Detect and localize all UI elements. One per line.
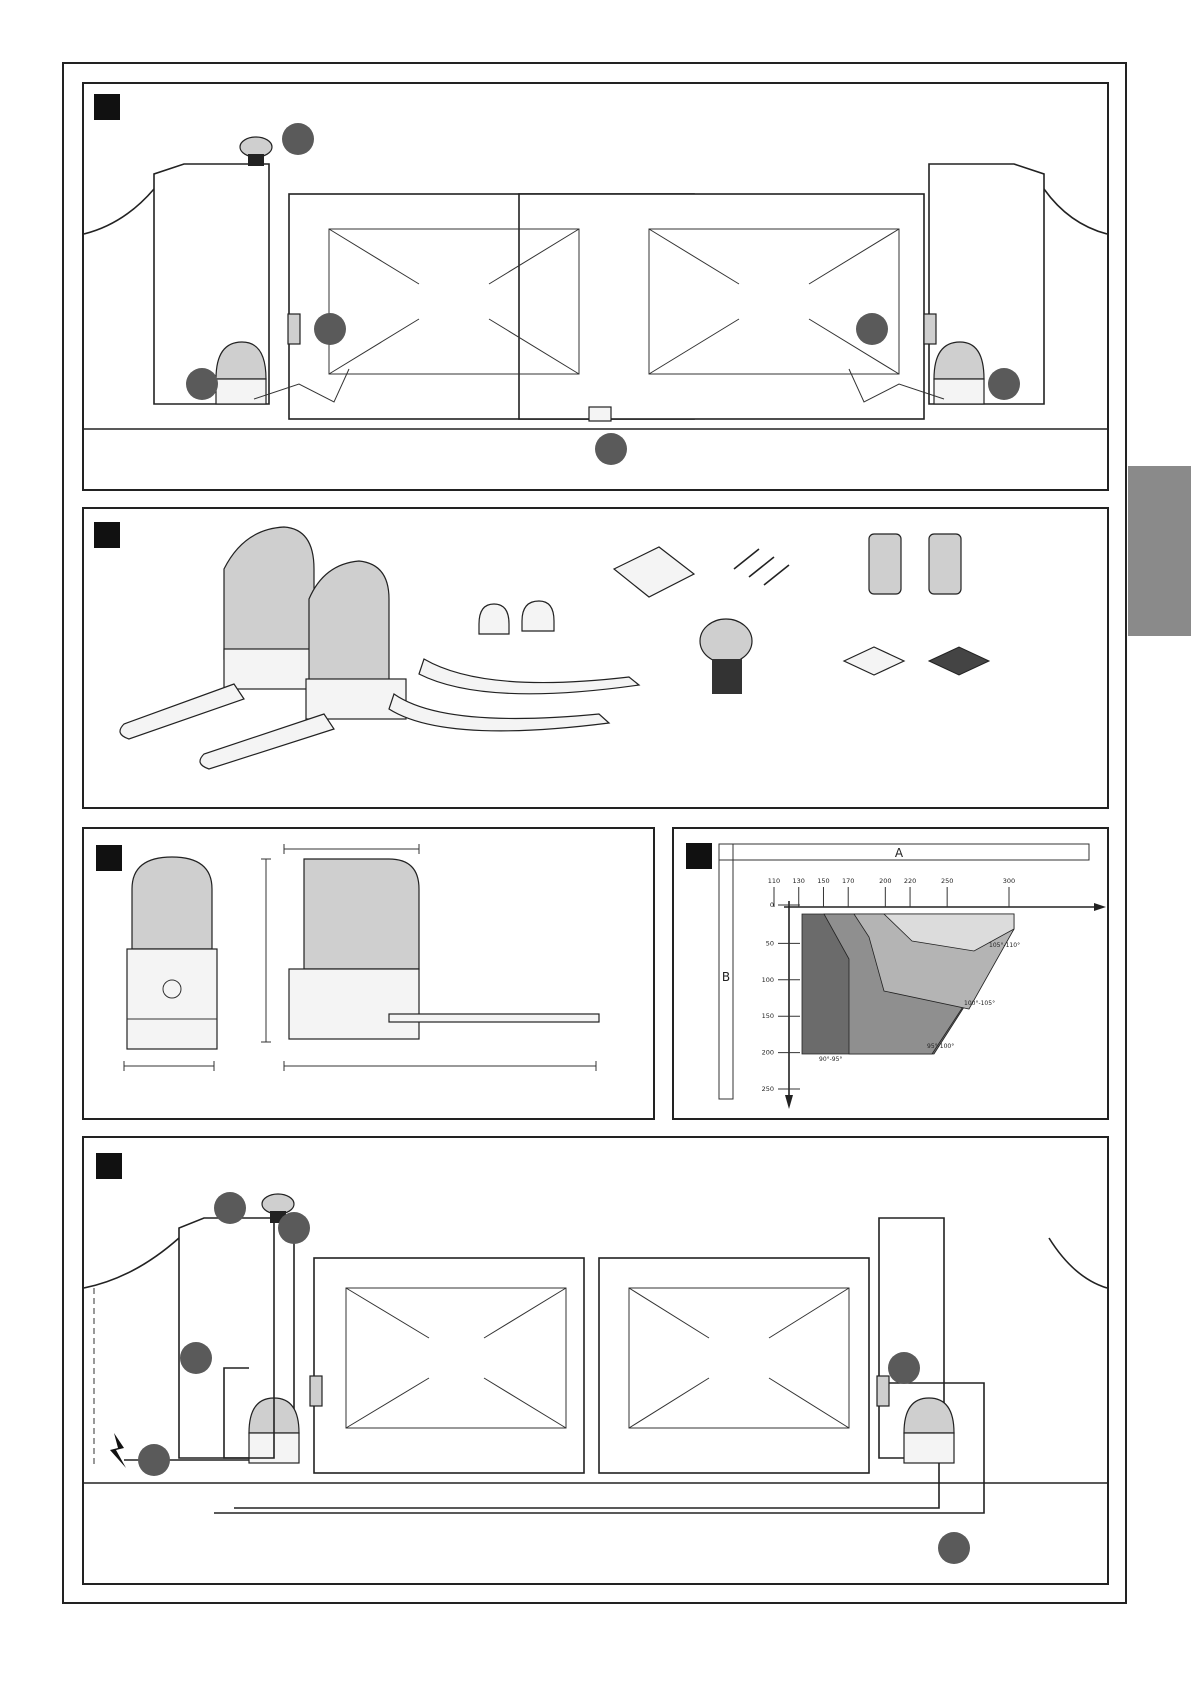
callout-photocell-left bbox=[314, 313, 346, 345]
gate-overview-drawing bbox=[84, 84, 1107, 489]
photocell-left bbox=[288, 314, 300, 344]
kit-gear-motor-2-base bbox=[306, 679, 406, 719]
figure-marker bbox=[686, 843, 712, 869]
kit-bracket-1 bbox=[479, 604, 509, 634]
kit-photocell-2 bbox=[929, 534, 961, 594]
kit-rods bbox=[734, 549, 789, 585]
wall-curve-right bbox=[1044, 189, 1107, 234]
side-view-cover bbox=[304, 859, 419, 969]
y-tick-label-1: 50 bbox=[766, 939, 774, 947]
dimensions-drawing bbox=[84, 829, 653, 1118]
kit-contents-drawing bbox=[84, 509, 1107, 807]
kit-gear-motor-2 bbox=[309, 561, 389, 689]
figure-marker bbox=[94, 94, 120, 120]
axis-b-label: B bbox=[722, 970, 730, 984]
kit-curved-arm-2 bbox=[389, 694, 609, 731]
x-tick-label-4: 200 bbox=[879, 877, 891, 885]
x-tick-label-2: 150 bbox=[817, 877, 829, 885]
front-view-body bbox=[127, 949, 217, 1049]
kit-transmitter-2 bbox=[929, 647, 989, 675]
chart-region-label-3: 105°-110° bbox=[989, 942, 1020, 949]
wall-curve-left bbox=[84, 1238, 179, 1288]
axis-a-strip bbox=[719, 844, 1089, 860]
kit-flashing-light-base bbox=[712, 659, 742, 694]
callout-motor-right-cable bbox=[938, 1532, 970, 1564]
figure-marker bbox=[94, 522, 120, 548]
chart-region-label-2: 100°-105° bbox=[964, 1000, 995, 1007]
figure-3-dimensions bbox=[82, 827, 655, 1120]
figure-1-gate-overview bbox=[82, 82, 1109, 491]
gear-motor-right-base bbox=[934, 379, 984, 404]
callout-photocell-right bbox=[856, 313, 888, 345]
photocell-right bbox=[924, 314, 936, 344]
wall-curve-left bbox=[84, 189, 154, 234]
y-tick-label-4: 200 bbox=[762, 1049, 774, 1057]
callout-motor-right bbox=[988, 368, 1020, 400]
chart-region-label-0: 90°-95° bbox=[819, 1056, 842, 1063]
y-tick-label-3: 150 bbox=[762, 1012, 774, 1020]
x-tick-label-0: 110 bbox=[768, 877, 780, 885]
figure-marker bbox=[96, 845, 122, 871]
section-tab bbox=[1128, 466, 1191, 636]
wall-curve-right bbox=[1049, 1238, 1107, 1288]
front-view-cover bbox=[132, 857, 212, 949]
callout-motor-cable bbox=[180, 1342, 212, 1374]
gate-leaf-left bbox=[314, 1258, 584, 1473]
gear-motor-left-base bbox=[216, 379, 266, 404]
photocell-right bbox=[877, 1376, 889, 1406]
kit-curved-arm-1 bbox=[419, 659, 639, 694]
y-tick-label-5: 250 bbox=[762, 1085, 774, 1093]
axis-a-label: A bbox=[895, 846, 904, 860]
y-tick-label-0: 0 bbox=[770, 901, 774, 909]
kit-bracket-2 bbox=[522, 601, 554, 631]
gate-leaf-right bbox=[519, 194, 924, 419]
callout-photocell-right bbox=[888, 1352, 920, 1384]
x-tick-label-7: 300 bbox=[1003, 877, 1015, 885]
callout-mains-supply bbox=[138, 1444, 170, 1476]
figure-4-installation-chart: A B 110 130 150 170 200 220 250 300 0 50 100 150 200… bbox=[672, 827, 1109, 1120]
kit-gear-motor-1 bbox=[224, 527, 314, 659]
gate-leaf-right bbox=[599, 1258, 869, 1473]
kit-small-parts-bag bbox=[614, 547, 694, 597]
central-stopper bbox=[589, 407, 611, 421]
callout-motor-left bbox=[186, 368, 218, 400]
callout-flashing-light bbox=[282, 123, 314, 155]
x-tick-label-6: 250 bbox=[941, 877, 953, 885]
flashing-light-base bbox=[248, 154, 264, 166]
y-tick-label-2: 100 bbox=[762, 976, 774, 984]
chart-svg: A B 110 130 150 170 200 220 250 300 0 50 100 150 200… bbox=[674, 829, 1107, 1118]
chart-region-label-1: 95°-100° bbox=[927, 1043, 954, 1050]
gear-motor-right-base bbox=[904, 1433, 954, 1463]
callout-flashing-light-cable bbox=[214, 1192, 246, 1224]
kit-gear-motor-1-base bbox=[224, 649, 319, 689]
kit-arm-1 bbox=[120, 684, 244, 739]
photocell-left bbox=[310, 1376, 322, 1406]
x-tick-label-3: 170 bbox=[842, 877, 854, 885]
callout-stopper bbox=[595, 433, 627, 465]
side-view-body bbox=[289, 969, 419, 1039]
figure-marker bbox=[96, 1153, 122, 1179]
figure-5-cabling bbox=[82, 1136, 1109, 1585]
figure-2-kit-contents bbox=[82, 507, 1109, 809]
x-tick-label-5: 220 bbox=[904, 877, 916, 885]
kit-photocell-1 bbox=[869, 534, 901, 594]
side-view-arm bbox=[389, 1014, 599, 1022]
kit-transmitter-1 bbox=[844, 647, 904, 675]
x-tick-label-1: 130 bbox=[793, 877, 805, 885]
kit-flashing-light bbox=[700, 619, 752, 663]
kit-arm-2 bbox=[200, 714, 334, 769]
x-axis-arrow bbox=[1094, 903, 1106, 911]
callout-photocell-cable bbox=[278, 1212, 310, 1244]
y-axis-arrow bbox=[785, 1095, 793, 1109]
lightning-icon bbox=[110, 1433, 126, 1468]
cabling-drawing bbox=[84, 1138, 1107, 1583]
